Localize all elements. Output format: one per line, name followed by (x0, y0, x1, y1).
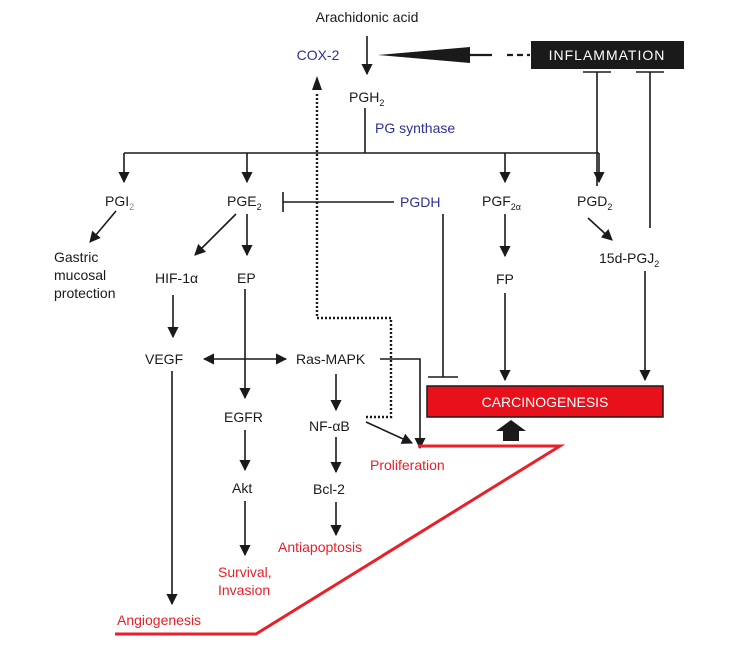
outcome-red-line (115, 444, 566, 636)
gastric-label-3: protection (54, 285, 115, 301)
pge2-label: PGE2 (227, 193, 262, 212)
egfr-label: EGFR (224, 409, 263, 425)
arrow-pge2-hif1a (194, 213, 237, 256)
cox2-label: COX-2 (297, 47, 340, 63)
pgf2a-base: PGF (482, 193, 511, 209)
ep-label: EP (237, 270, 256, 286)
survival-label-2: Invasion (218, 582, 270, 598)
pg-synthase-label: PG synthase (375, 120, 455, 136)
dotted-feedback-arrowhead (312, 76, 322, 90)
arrow-inflammation-cox2-head (378, 47, 470, 63)
pgh2-base: PGH (349, 89, 379, 105)
akt-label: Akt (232, 480, 252, 496)
dotted-feedback-nfkb-cox2 (315, 92, 393, 419)
antiapoptosis-label: Antiapoptosis (278, 539, 362, 555)
ras-mapk-label: Ras-MAPK (296, 351, 366, 367)
carcinogenesis-label: CARCINOGENESIS (482, 394, 609, 410)
arrow-pgd2-pgj2 (587, 217, 613, 241)
nfkb-label: NF-αB (309, 418, 350, 434)
pgj2-sub: 2 (654, 259, 659, 269)
pgd2-base: PGD (577, 193, 607, 209)
pgd2-label: PGD2 (577, 193, 612, 212)
pgf2a-sub: 2α (511, 202, 521, 212)
pgi2-base: PGI (105, 193, 129, 209)
connectors (89, 36, 664, 636)
outcome-up-arrow (496, 420, 526, 441)
pgi2-label: PGI2 (105, 193, 134, 212)
pgdh-label: PGDH (400, 194, 440, 210)
pge2-base: PGE (227, 193, 257, 209)
angiogenesis-label: Angiogenesis (117, 612, 201, 628)
pgd2-sub: 2 (607, 202, 612, 212)
arachidonic-acid-label: Arachidonic acid (316, 9, 419, 25)
pgi2-sub: 2 (129, 202, 134, 212)
gastric-label-2: mucosal (54, 267, 106, 283)
inflammation-label: INFLAMMATION (549, 47, 666, 63)
pgj2-label: 15d-PGJ2 (599, 250, 659, 269)
gastric-label-1: Gastric (54, 249, 98, 265)
pgj2-base: 15d-PGJ (599, 250, 654, 266)
labels: Arachidonic acid COX-2 INFLAMMATION PGH2… (54, 9, 666, 628)
carcinogenesis-box (426, 385, 664, 418)
inflammation-box (531, 41, 684, 69)
pge2-sub: 2 (257, 202, 262, 212)
vegf-label: VEGF (145, 351, 183, 367)
arrow-nfkb-proliferation (365, 421, 414, 444)
bcl2-label: Bcl-2 (313, 481, 345, 497)
survival-label-1: Survival, (218, 564, 272, 580)
hif1a-label: HIF-1α (155, 270, 198, 286)
pgh2-sub: 2 (379, 98, 384, 108)
arrow-pgi2-gastric (89, 210, 117, 243)
arrow-rasmapk-proliferation (380, 358, 426, 450)
pgf2a-label: PGF2α (482, 193, 521, 212)
fp-label: FP (496, 271, 514, 287)
proliferation-label: Proliferation (370, 457, 445, 473)
pgh2-label: PGH2 (349, 89, 384, 108)
